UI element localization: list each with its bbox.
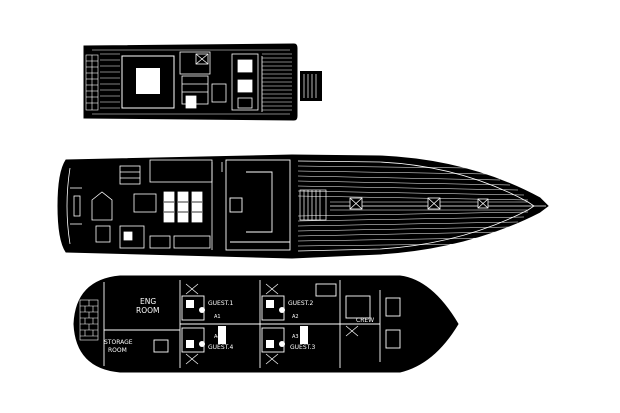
lower-fixtures [186,300,308,348]
main-deck-hull [57,154,549,259]
berth-label-d: A4 [214,334,221,340]
lower-deck: ENG ROOM STORAGE ROOM GUEST.1 GUEST.2 GU… [73,275,459,373]
lower-partitions [103,280,401,368]
guest-cabin-4-label: GUEST.4 [208,344,234,351]
dining-table-3 [191,191,203,223]
upper-forward-stair [300,71,322,101]
guest-cabin-3-label: GUEST.3 [290,344,316,351]
eng-room-label-line1: ENG [140,297,156,306]
lower-cross-markers [185,283,359,365]
guest-cabin-2-label: GUEST.2 [288,300,314,307]
eng-room-label-line2: ROOM [136,306,160,315]
sun-deck-frame [121,55,175,109]
storage-room-label-line2: ROOM [108,347,127,354]
saloon [119,159,223,250]
upper-aft-grate [85,54,99,111]
foredeck-planking [297,165,529,247]
storage-brick-pattern [79,299,99,341]
storage-room-label-line1: STORAGE [104,339,133,346]
bridge-seating [231,53,263,112]
stern-details [66,167,113,245]
berth-label-b: A2 [292,314,299,320]
guest-cabin-1-label: GUEST.1 [208,300,234,307]
dining-table-1 [163,191,175,223]
upper-deck [83,43,322,121]
berth-label-c: A3 [292,334,299,340]
crew-cabin-label: CREW [356,317,374,324]
berth-label-a: A1 [214,314,221,320]
sun-lounger [136,68,160,94]
dining-table-2 [177,191,189,223]
upper-console [179,51,227,109]
main-deck [57,154,549,259]
wheelhouse [225,159,291,251]
hatch-markers [349,197,489,210]
main-hatch [299,189,327,221]
